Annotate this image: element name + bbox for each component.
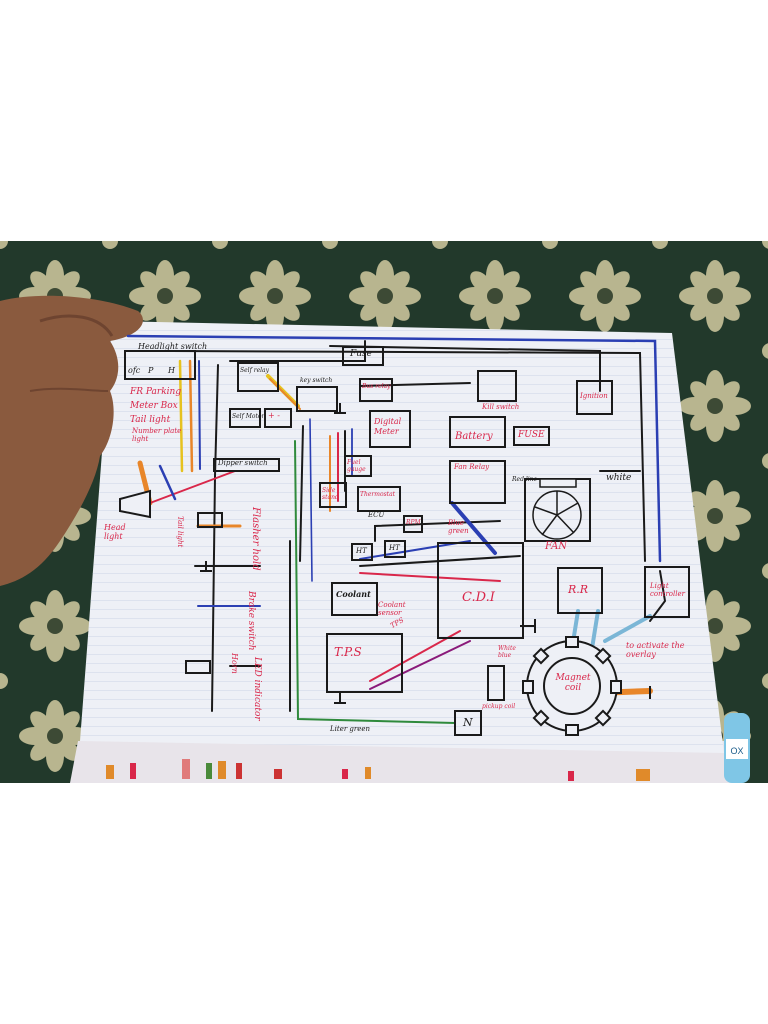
headlight-switch-box bbox=[124, 350, 196, 380]
svg-text:OX: OX bbox=[730, 746, 743, 756]
label-self-motor: Self Motor bbox=[232, 413, 265, 420]
label-tail-light-note: Tail light bbox=[130, 415, 171, 425]
ground-symbols bbox=[200, 403, 651, 704]
digital-meter-box bbox=[369, 410, 411, 448]
label-battery: Battery bbox=[455, 431, 493, 442]
label-ecu: ECU bbox=[368, 511, 385, 519]
label-coolant: Coolant bbox=[336, 589, 371, 599]
ignition-box bbox=[576, 380, 613, 415]
label-pickup-coil: pickup coil bbox=[482, 703, 516, 710]
label-ht-1: HT bbox=[356, 547, 367, 555]
tps-box bbox=[326, 633, 403, 693]
fan-relay-box bbox=[449, 460, 506, 504]
hand bbox=[0, 295, 143, 586]
main-relay-box bbox=[359, 378, 393, 402]
label-headlight-switch: Headlight switch bbox=[138, 342, 208, 351]
label-fan-relay: Fan Relay bbox=[454, 463, 490, 471]
label-ground-wire: Liter green bbox=[330, 725, 371, 733]
label-kill-switch: Kill switch bbox=[482, 403, 520, 411]
label-side-stand: Side stand bbox=[322, 487, 339, 501]
label-fr-parking: FR Parking bbox=[130, 387, 182, 397]
label-fuel-gauge: Fuel gauge bbox=[347, 459, 366, 473]
label-red-line: Red line bbox=[512, 476, 538, 483]
small-battery-box bbox=[264, 408, 292, 428]
side-stand-box bbox=[319, 482, 347, 508]
label-digital-meter: Digital Meter bbox=[374, 417, 402, 436]
coolant-box bbox=[331, 582, 378, 616]
label-light-controller: Light controller bbox=[650, 582, 685, 598]
marker-pen: OX bbox=[724, 713, 750, 783]
label-flasher-hold: Flasher hold bbox=[250, 507, 261, 571]
label-hl-p: P bbox=[148, 366, 154, 375]
led-indicator-shape bbox=[185, 660, 211, 674]
pickup-coil-box bbox=[487, 665, 505, 701]
label-number-plate: Number plate light bbox=[132, 427, 182, 443]
label-fan: FAN bbox=[545, 541, 568, 552]
label-white-blue: White blue bbox=[498, 645, 516, 659]
label-led-indicator: LED indicator bbox=[252, 657, 262, 721]
battery-box bbox=[449, 416, 506, 448]
label-ignition: Ignition bbox=[580, 392, 608, 400]
label-ht-2: HT bbox=[389, 544, 400, 552]
fuel-gauge-box bbox=[344, 455, 372, 477]
dipper-switch-box bbox=[213, 458, 280, 472]
cdi-box bbox=[437, 542, 524, 639]
label-head-light: Head light bbox=[104, 523, 126, 541]
label-coolant-sensor: Coolant sensor bbox=[378, 601, 406, 617]
fuse2-box bbox=[513, 426, 550, 446]
label-rpm: RPM bbox=[406, 519, 421, 526]
tail-light-shape bbox=[197, 512, 223, 528]
rr-box bbox=[557, 567, 603, 614]
ht-box-1 bbox=[351, 543, 373, 561]
key-switch-box bbox=[296, 386, 338, 412]
self-motor-box bbox=[229, 408, 261, 428]
label-key-switch: key switch bbox=[300, 377, 333, 384]
label-rr: R.R bbox=[568, 583, 589, 596]
label-dipper-switch: Dipper switch bbox=[218, 459, 268, 467]
label-tps-note: TPS bbox=[388, 615, 406, 631]
label-horn: Horn bbox=[230, 653, 239, 674]
label-thermostat: Thermostat bbox=[360, 491, 396, 498]
diagram-labels: Headlight switch ofc P H FR Parking Mete… bbox=[0, 241, 768, 783]
label-main-relay: Bus relay bbox=[362, 383, 391, 390]
label-magnet-coil: Magnet coil bbox=[555, 673, 591, 693]
label-neutral: N bbox=[463, 716, 473, 729]
fuse-box bbox=[342, 346, 384, 366]
headlight-bulb bbox=[119, 489, 151, 519]
thermostat-box bbox=[357, 486, 401, 512]
rpm-box bbox=[403, 515, 423, 533]
label-white: white bbox=[606, 473, 632, 483]
magnet-coil bbox=[522, 636, 622, 736]
label-fuse: Fuse bbox=[350, 349, 372, 359]
label-tps: T.P.S bbox=[334, 645, 362, 659]
self-relay-box bbox=[237, 362, 279, 392]
photo-of-wiring-diagram: OX bbox=[0, 241, 768, 783]
label-self-relay: Self relay bbox=[240, 367, 270, 374]
ht-box-2 bbox=[384, 540, 406, 558]
label-hl-ofc: ofc bbox=[128, 366, 141, 375]
light-controller-box bbox=[644, 566, 690, 618]
label-small-battery: + - bbox=[268, 411, 280, 420]
label-tail-light: Tail light bbox=[176, 516, 184, 548]
label-cdi: C.D.I bbox=[462, 590, 495, 605]
label-brake-switch: Brake switch bbox=[246, 591, 256, 651]
kill-switch-box bbox=[477, 370, 517, 402]
neutral-box bbox=[454, 710, 482, 736]
label-hl-h: H bbox=[168, 366, 175, 375]
fan-blades bbox=[532, 478, 582, 540]
label-meter-box: Meter Box bbox=[130, 401, 178, 411]
label-activate-note: to activate the overlay bbox=[626, 641, 685, 659]
notebook-tabs bbox=[106, 759, 650, 781]
label-blue-green: Blue green bbox=[448, 519, 469, 535]
label-fuse2: FUSE bbox=[518, 430, 545, 440]
